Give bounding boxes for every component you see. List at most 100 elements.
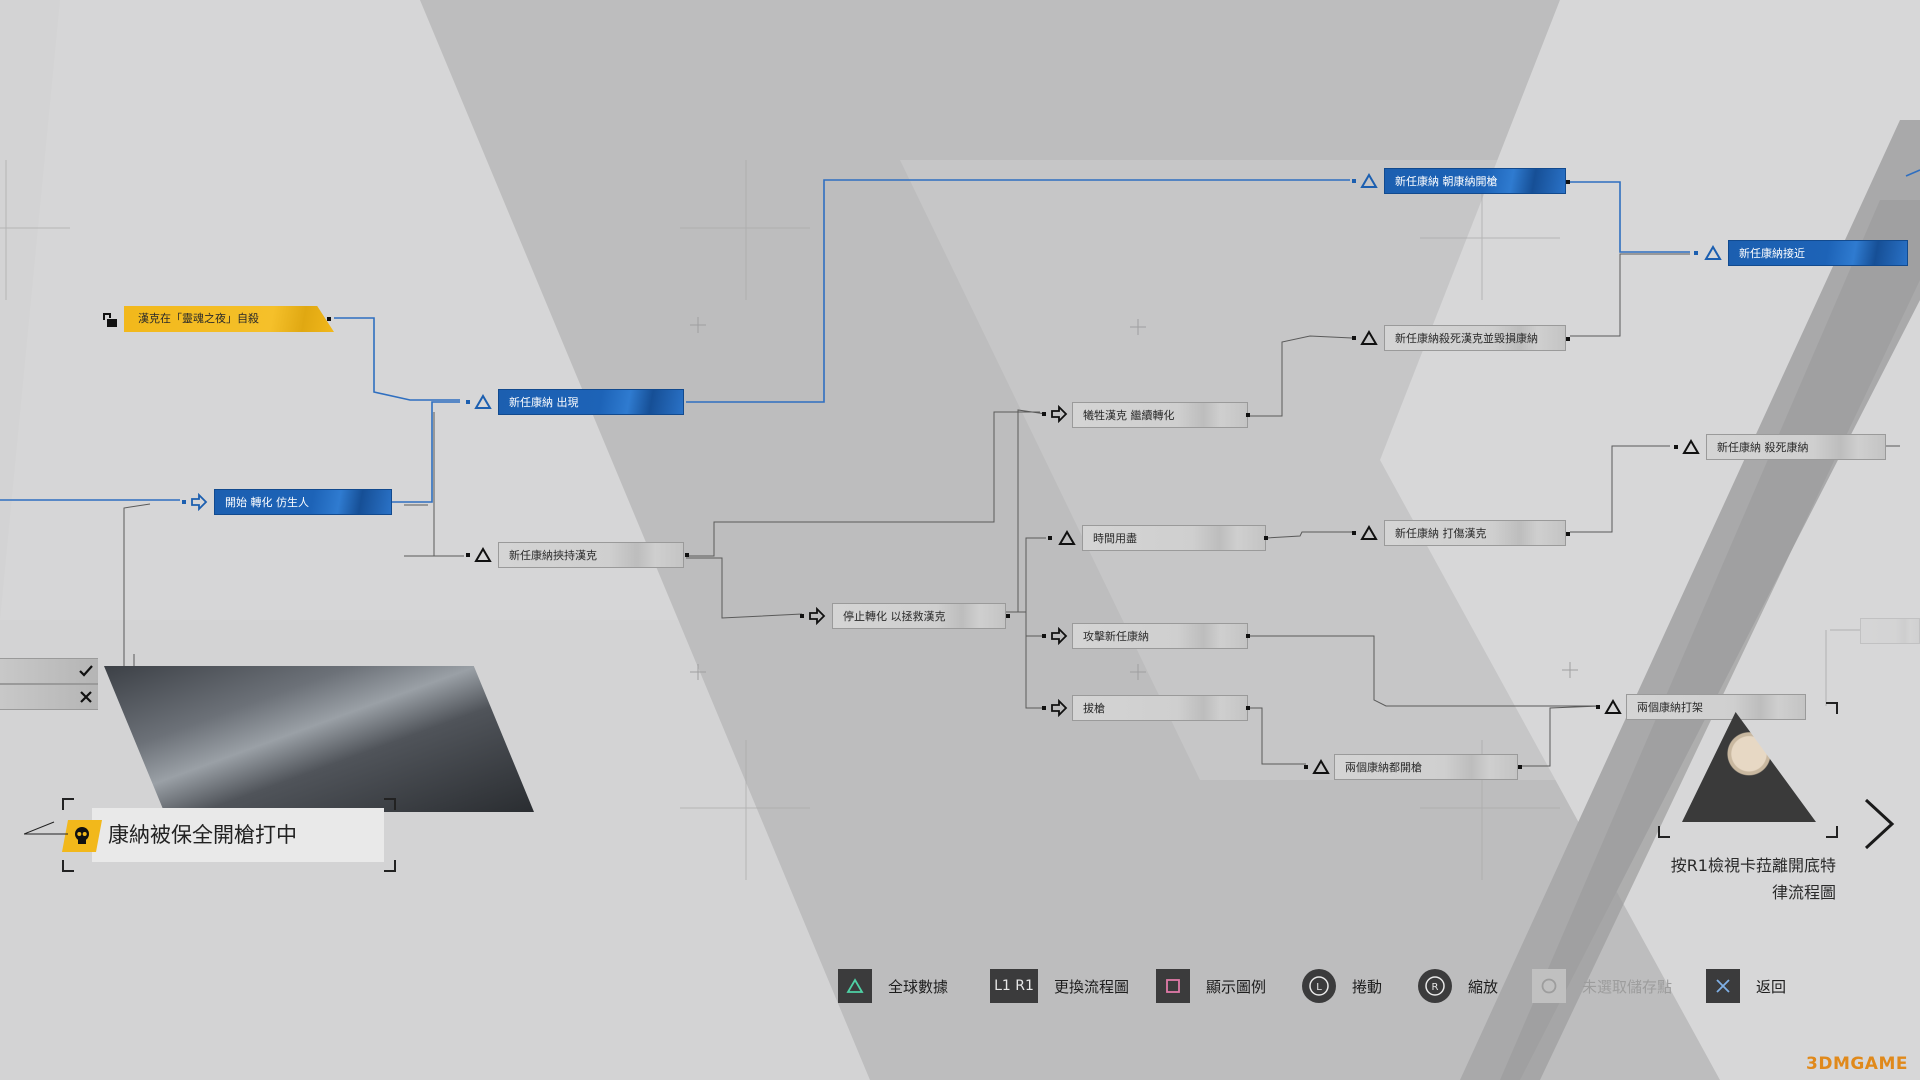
arrow-icon [806,605,828,627]
cross-button-icon [1706,969,1740,1003]
arrow-icon [1048,625,1070,647]
node-label: 新任康納挾持漢克 [509,549,597,562]
node-new-connor-shoots[interactable]: 新任康納 朝康納開槍 [1384,168,1566,194]
node-connors-fight[interactable]: 兩個康納打架 [1626,694,1806,720]
control-label: 縮放 [1468,977,1499,996]
frame-corner [1826,826,1838,838]
node-draw-gun[interactable]: 拔槍 [1072,695,1248,721]
control-show-legend[interactable]: 顯示圖例 [1156,968,1266,1004]
node-endcap [1246,413,1250,417]
triangle-icon [1056,527,1078,549]
node-label: 時間用盡 [1093,532,1137,545]
connector-dot [1042,706,1046,710]
node-new-connor-appears[interactable]: 新任康納 出現 [498,389,684,415]
connector-dot [1042,634,1046,638]
node-label: 停止轉化 以拯救漢克 [843,610,946,623]
triangle-icon [1358,170,1380,192]
node-label: 兩個康納都開槍 [1345,761,1422,774]
control-label: 返回 [1756,977,1787,996]
connector-dot [1694,251,1698,255]
connector-dot [466,553,470,557]
node-label: 漢克在「靈魂之夜」自殺 [138,312,259,325]
node-label: 新任康納 出現 [509,396,579,409]
node-both-shoot[interactable]: 兩個康納都開槍 [1334,754,1518,780]
node-label: 新任康納接近 [1739,247,1805,260]
node-label: 開始 轉化 仿生人 [225,496,309,509]
pointer-line [24,821,68,835]
node-kill-connor[interactable]: 新任康納 殺死康納 [1706,434,1886,460]
node-new-connor-approach[interactable]: 新任康納接近 [1728,240,1908,266]
node-attack-new-connor[interactable]: 攻擊新任康納 [1072,623,1248,649]
control-label: 更換流程圖 [1054,977,1130,996]
node-endcap [1566,337,1570,341]
node-hostage[interactable]: 新任康納挾持漢克 [498,542,684,568]
connector-dot [1048,536,1052,540]
control-label: 捲動 [1352,977,1383,996]
node-label: 拔槍 [1083,702,1105,715]
unlock-icon [100,308,122,330]
node-kill-hank-destroy-connor[interactable]: 新任康納殺死漢克並毀損康納 [1384,325,1566,351]
chevron-right-icon[interactable] [1862,796,1896,852]
node-endcap [1246,706,1250,710]
control-no-checkpoint: 未選取儲存點 [1532,968,1672,1004]
watermark-logo: 3DMGAME [1806,1054,1908,1074]
arrow-icon [1048,403,1070,425]
triangle-icon [1602,696,1624,718]
connector-dot [466,400,470,404]
arrow-icon [188,491,210,513]
triangle-icon [1310,756,1332,778]
next-chart-caption-line2: 律流程圖 [1771,883,1836,902]
control-label: 全球數據 [888,977,949,996]
node-sacrifice-hank[interactable]: 犧牲漢克 繼續轉化 [1072,402,1248,428]
circle-button-icon [1532,969,1566,1003]
node-label: 攻擊新任康納 [1083,630,1149,643]
triangle-button-icon [838,969,872,1003]
control-global-stats[interactable]: 全球數據 [838,968,948,1004]
event-screenshot [104,666,534,812]
stick-letter: L [1316,982,1322,993]
right-stick-icon: R [1418,969,1452,1003]
triangle-icon [1680,436,1702,458]
node-wound-hank[interactable]: 新任康納 打傷漢克 [1384,520,1566,546]
node-endcap [1518,765,1522,769]
connector-dot [1304,765,1308,769]
node-stop-converting[interactable]: 停止轉化 以拯救漢克 [832,603,1006,629]
node-label: 新任康納 朝康納開槍 [1395,175,1498,188]
connector-dot [1596,705,1600,709]
arrow-icon [1048,697,1070,719]
control-back[interactable]: 返回 [1706,968,1786,1004]
control-label: 顯示圖例 [1206,977,1267,996]
frame-corner [62,860,74,872]
check-icon [76,659,96,683]
node-endcap [1264,536,1268,540]
control-label: 未選取儲存點 [1582,977,1673,996]
node-label: 兩個康納打架 [1637,701,1703,714]
event-caption: 康納被保全開槍打中 [92,808,384,862]
node-label: 新任康納 打傷漢克 [1395,527,1487,540]
connector-dot [1352,336,1356,340]
connector-dot [1042,412,1046,416]
next-chart-caption: 按R1檢視卡菈離開底特 律流程圖 [1600,852,1836,906]
node-hank-suicide[interactable]: 漢克在「靈魂之夜」自殺 [124,306,334,332]
node-endcap [1246,634,1250,638]
triangle-icon [1358,327,1380,349]
control-scroll[interactable]: L 捲動 [1302,968,1382,1004]
triangle-icon [1358,522,1380,544]
node-time-out[interactable]: 時間用盡 [1082,525,1266,551]
node-endcap [327,317,331,321]
stick-letter: R [1432,982,1439,993]
node-start-converting[interactable]: 開始 轉化 仿生人 [214,489,392,515]
control-zoom[interactable]: R 縮放 [1418,968,1498,1004]
outcome-row-success [0,658,98,684]
connector-dot [800,614,804,618]
connector-dot [1352,179,1356,183]
frame-corner [1658,826,1670,838]
skull-icon [62,820,102,852]
control-change-chart[interactable]: L1 R1 更換流程圖 [990,968,1129,1004]
connector-dot [1674,445,1678,449]
node-endcap [685,553,689,557]
node-label: 新任康納殺死漢克並毀損康納 [1395,332,1538,345]
triangle-icon [472,544,494,566]
node-label: 新任康納 殺死康納 [1717,441,1809,454]
